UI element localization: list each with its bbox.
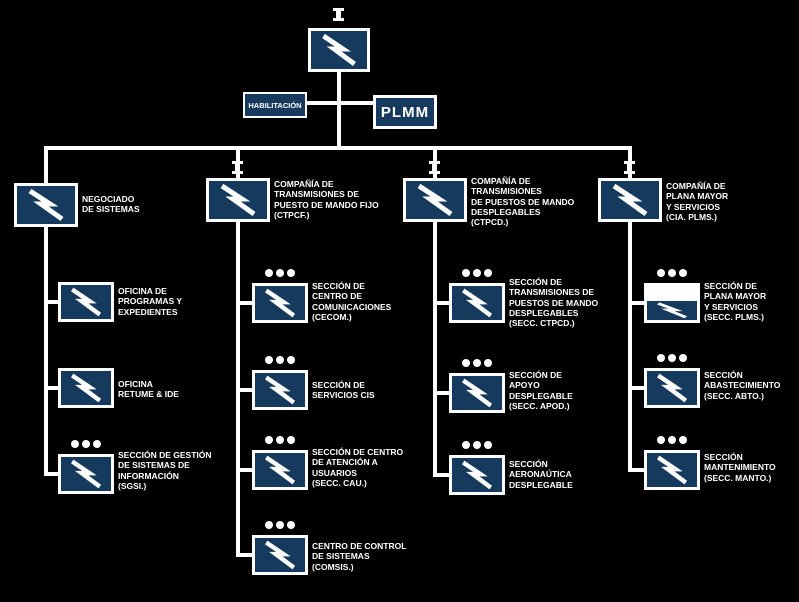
unit-label: SECCIÓN MANTENIMIENTO (SECC. MANTO.) <box>704 452 776 483</box>
connector <box>236 301 252 305</box>
section-size-dots-icon <box>265 356 295 364</box>
connector <box>628 386 644 390</box>
connector <box>433 473 449 477</box>
section-size-dots-icon <box>462 359 492 367</box>
connector <box>305 101 337 105</box>
unit-label: SECCIÓN DE SERVICIOS CIS <box>312 380 375 401</box>
connector <box>236 468 252 472</box>
plmm-box: PLMM <box>373 95 437 129</box>
section-size-dots-icon <box>657 269 687 277</box>
root-unit-symbol <box>308 28 370 72</box>
signal-flash-icon <box>322 33 356 67</box>
unit-symbol-servicios-cis <box>252 370 308 410</box>
unit-symbol-sgsi <box>58 454 114 494</box>
unit-label: SECCIÓN DE GESTIÓN DE SISTEMAS DE INFORM… <box>118 450 212 492</box>
connector <box>433 301 449 305</box>
connector <box>44 472 58 476</box>
signal-flash-icon <box>417 183 453 217</box>
connector <box>433 391 449 395</box>
plmm-label: PLMM <box>380 103 430 121</box>
unit-label: CENTRO DE CONTROL DE SISTEMAS (COMSIS.) <box>312 541 407 572</box>
signal-flash-icon <box>462 460 493 490</box>
connector-spine <box>433 222 437 477</box>
unit-label: SECCIÓN DE TRANSMISIONES DE PUESTOS DE M… <box>509 277 599 329</box>
signal-flash-icon <box>71 459 102 489</box>
section-size-dots-icon <box>657 354 687 362</box>
unit-symbol-mantenimiento <box>644 450 700 490</box>
connector <box>236 388 252 392</box>
unit-label: SECCIÓN DE CENTRO DE COMUNICACIONES (CEC… <box>312 281 392 323</box>
signal-flash-icon <box>462 378 493 408</box>
connector <box>628 301 644 305</box>
signal-flash-icon <box>28 188 64 222</box>
unit-symbol-comsis <box>252 535 308 575</box>
hq-band <box>647 286 697 302</box>
unit-symbol-oficina-programas <box>58 282 114 322</box>
section-size-dots-icon <box>265 521 295 529</box>
unit-symbol-cecom <box>252 283 308 323</box>
signal-flash-icon <box>462 288 493 318</box>
connector <box>44 300 58 304</box>
unit-label: SECCIÓN DE CENTRO DE ATENCIÓN A USUARIOS… <box>312 447 404 489</box>
unit-symbol-oficina-retume <box>58 368 114 408</box>
unit-symbol-apod <box>449 373 505 413</box>
unit-symbol-abastecimiento <box>644 368 700 408</box>
branch-head-ctpcd-symbol <box>403 178 467 222</box>
connector <box>44 150 48 183</box>
signal-flash-icon <box>71 287 102 317</box>
signal-flash-icon <box>265 455 296 485</box>
company-size-indicator-icon <box>232 161 243 174</box>
unit-label: SECCIÓN AERONAÚTICA DESPLEGABLE <box>509 459 573 490</box>
company-size-indicator-icon <box>624 161 635 174</box>
signal-flash-icon <box>265 540 296 570</box>
connector <box>44 386 58 390</box>
connector-spine <box>628 222 632 472</box>
signal-flash-icon <box>265 288 296 318</box>
section-size-dots-icon <box>71 440 101 448</box>
unit-symbol-cau <box>252 450 308 490</box>
unit-label: SECCIÓN DE PLANA MAYOR Y SERVICIOS (SECC… <box>704 281 767 323</box>
branch-head-label: COMPAÑÍA DE TRANSMISIONES DE PUESTOS DE … <box>471 176 575 228</box>
section-size-dots-icon <box>462 441 492 449</box>
branch-head-label: COMPAÑÍA DE TRANSMISIONES DE PUESTO DE M… <box>274 179 379 221</box>
unit-symbol-secc-plms <box>644 283 700 323</box>
section-size-dots-icon <box>265 269 295 277</box>
signal-flash-icon <box>612 183 648 217</box>
unit-symbol-aeronautica <box>449 455 505 495</box>
branch-head-label: NEGOCIADO DE SISTEMAS <box>82 194 140 215</box>
signal-flash-icon <box>657 373 688 403</box>
habilitacion-box: HABILITACIÓN <box>243 92 307 118</box>
section-size-dots-icon <box>265 436 295 444</box>
connector <box>337 72 341 146</box>
connector <box>628 468 644 472</box>
branch-head-negociado-symbol <box>14 183 78 227</box>
root-size-indicator-icon <box>333 8 344 21</box>
unit-label: SECCIÓN ABASTECIMIENTO (SECC. ABTO.) <box>704 370 781 401</box>
signal-flash-icon <box>657 455 688 485</box>
section-size-dots-icon <box>462 269 492 277</box>
unit-label: OFICINA DE PROGRAMAS Y EXPEDIENTES <box>118 286 183 317</box>
unit-label: SECCIÓN DE APOYO DESPLEGABLE (SECC. APOD… <box>509 370 573 412</box>
section-size-dots-icon <box>657 436 687 444</box>
signal-flash-icon <box>220 183 256 217</box>
connector <box>236 553 252 557</box>
company-size-indicator-icon <box>429 161 440 174</box>
signal-flash-icon <box>265 375 296 405</box>
branch-head-label: COMPAÑÍA DE PLANA MAYOR Y SERVICIOS (CIA… <box>666 181 729 223</box>
signal-flash-icon <box>657 302 688 319</box>
connector-spine <box>44 227 48 476</box>
unit-symbol-secc-ctpcd <box>449 283 505 323</box>
branch-head-plms-symbol <box>598 178 662 222</box>
unit-label: OFICINA RETUME & IDE <box>118 379 179 400</box>
signal-flash-icon <box>71 373 102 403</box>
habilitacion-label: HABILITACIÓN <box>248 100 302 110</box>
branch-head-ctpcf-symbol <box>206 178 270 222</box>
connector-main <box>44 146 632 150</box>
connector <box>341 101 373 105</box>
